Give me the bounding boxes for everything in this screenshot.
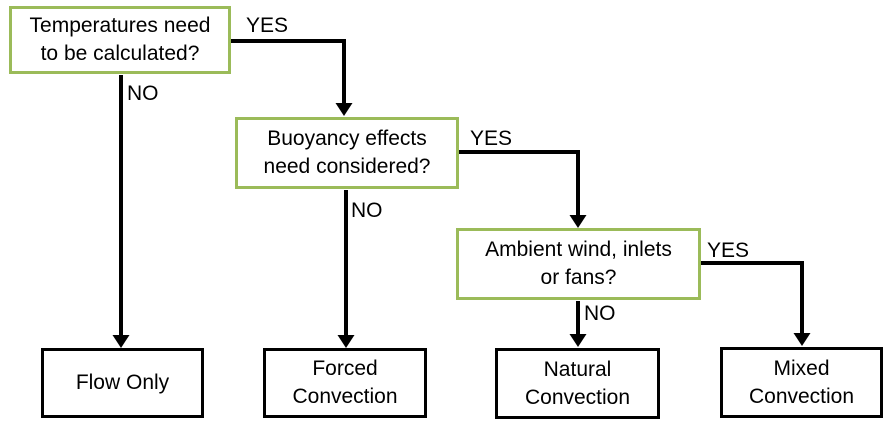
arrow-buoyancy-yes [459,150,587,228]
result-box-mixed-convection: Mixed Convection [720,347,883,418]
result-label-mixed-convection: Mixed Convection [748,356,855,408]
decision-box-buoyancy: Buoyancy effects need considered? [235,117,459,189]
result-label-forced-convection: Forced Convection [292,357,398,408]
result-box-flow-only: Flow Only [41,348,204,418]
edge-label-ambient-no: NO [584,302,616,325]
decision-box-temperatures: Temperatures need to be calculated? [9,6,231,74]
edge-label-temperatures-no: NO [127,82,159,105]
decision-label-buoyancy: Buoyancy effects need considered? [263,127,431,178]
decision-box-ambient-wind: Ambient wind, inlets or fans? [456,228,701,300]
arrow-ambient-yes [700,261,811,346]
result-box-forced-convection: Forced Convection [263,348,427,418]
result-box-natural-convection: Natural Convection [495,348,660,419]
arrow-temperatures-no [112,75,130,348]
edge-label-buoyancy-yes: YES [470,127,513,150]
decision-label-temperatures: Temperatures need to be calculated? [29,14,211,65]
result-label-flow-only: Flow Only [75,371,170,394]
result-label-natural-convection: Natural Convection [524,357,631,409]
arrow-temperatures-yes [229,39,353,116]
edge-label-temperatures-yes: YES [246,14,289,37]
arrow-ambient-no [569,301,587,347]
decision-label-ambient-wind: Ambient wind, inlets or fans? [485,238,672,289]
edge-label-buoyancy-no: NO [351,199,383,222]
edge-label-ambient-yes: YES [707,239,750,262]
arrow-buoyancy-no [337,190,355,348]
